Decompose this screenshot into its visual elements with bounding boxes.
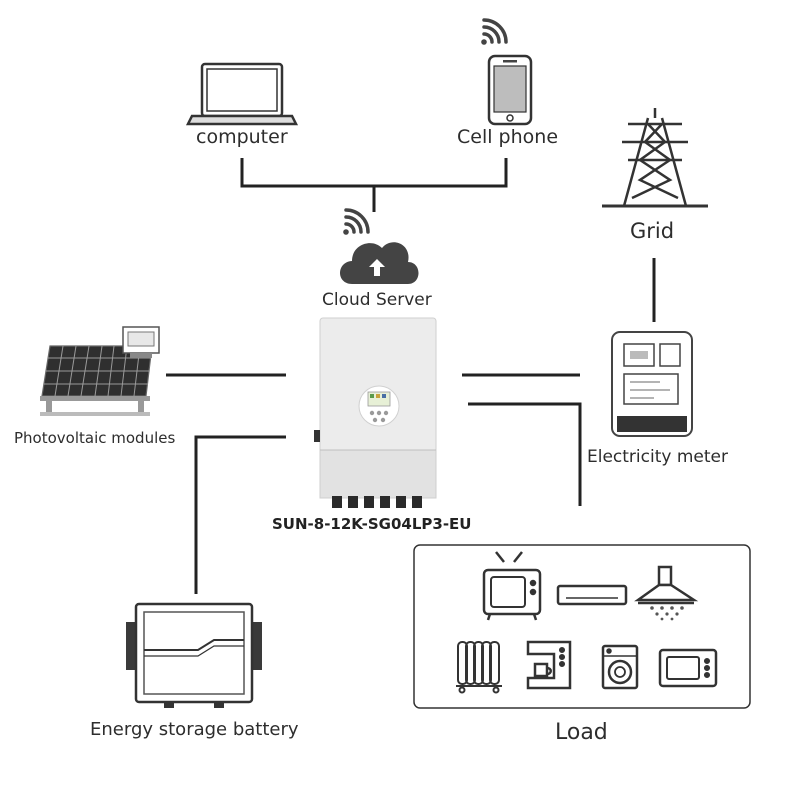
line-computer-phone-cloud [240,158,508,188]
pv-modules-label: Photovoltaic modules [14,429,176,447]
line-inverter-load [468,402,582,506]
solar-panel-icon [40,326,160,416]
battery-label: Energy storage battery [90,719,299,740]
smartphone-icon [487,54,533,126]
line-battery-inverter [194,435,286,594]
oil-heater-icon [456,641,502,694]
connection-lines [166,158,656,594]
inverter-model-label: SUN-8-12K-SG04LP3-EU [272,515,472,533]
electricity-meter-icon [611,331,693,437]
cloud-upload-icon [340,242,419,284]
cloud-server-label: Cloud Server [322,290,432,310]
coffee-machine-icon [526,640,572,690]
hybrid-inverter-icon [314,317,437,508]
computer-label: computer [196,126,288,148]
laptop-icon [185,62,299,126]
electricity-meter-label: Electricity meter [587,447,728,467]
wifi-icon [343,208,370,235]
microwave-icon [658,648,718,688]
grid-label: Grid [630,219,675,243]
tv-icon [482,551,542,621]
load-label: Load [555,720,608,745]
air-conditioner-icon [556,584,628,606]
range-hood-icon [634,565,699,621]
washing-machine-icon [601,644,639,690]
battery-cabinet-icon [126,602,262,708]
transmission-tower-icon [602,108,708,208]
cell-phone-label: Cell phone [457,126,559,148]
wifi-icon [481,18,508,45]
